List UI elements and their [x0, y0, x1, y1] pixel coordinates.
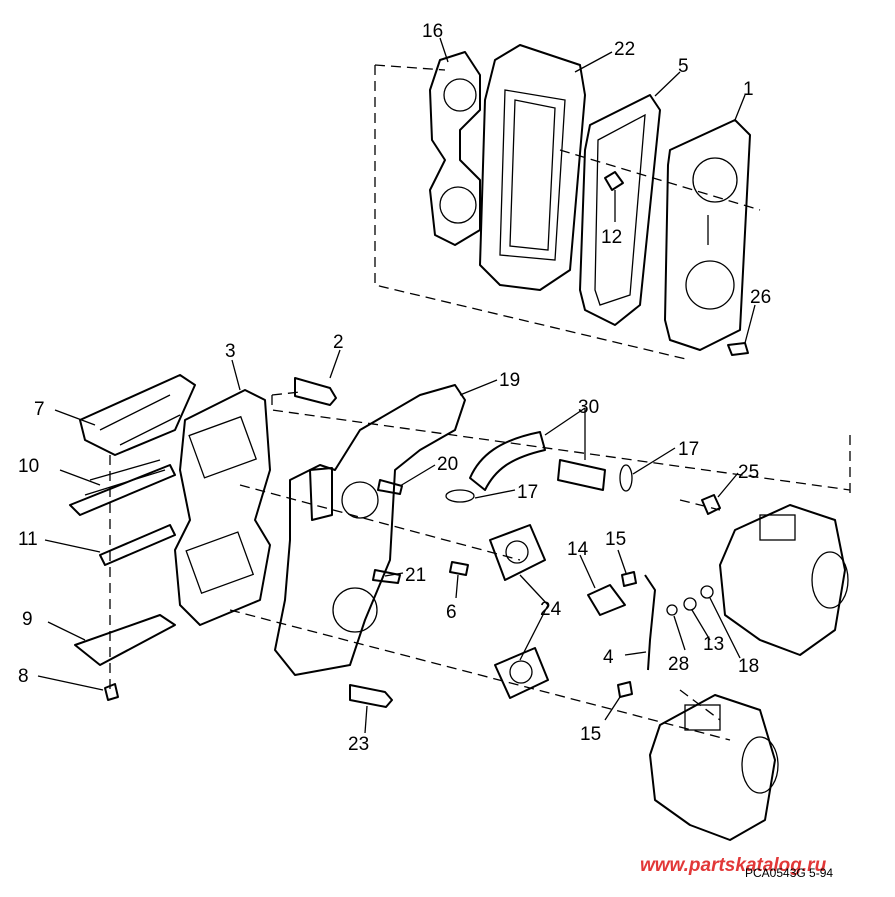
- leader-lines: [37, 37, 756, 734]
- part-21-stud: [372, 569, 401, 584]
- part-10-reeds: [69, 459, 176, 516]
- callout-16: 16: [422, 21, 443, 42]
- part-5-gasket: [579, 94, 661, 326]
- callout-4: 4: [603, 647, 614, 668]
- callout-18: 18: [738, 656, 759, 677]
- callout-3: 3: [225, 341, 236, 362]
- part-17-clamp: [445, 464, 633, 503]
- part-14-bracket: [587, 584, 626, 616]
- callout-17-lower: 17: [517, 482, 538, 503]
- watermark: www.partskatalog.ru: [640, 855, 827, 876]
- callout-10: 10: [18, 456, 39, 477]
- callout-17-upper: 17: [678, 439, 699, 460]
- part-16-gasket: [429, 51, 481, 246]
- callout-1: 1: [743, 79, 754, 100]
- figure-reference: PCA0543G 5-94: [745, 866, 834, 880]
- part-30-hose: [469, 431, 606, 491]
- part-1-cover: [664, 119, 751, 351]
- part-24-gasket: [489, 524, 549, 699]
- callout-9: 9: [22, 609, 33, 630]
- callout-8: 8: [18, 666, 29, 687]
- callout-23: 23: [348, 734, 369, 755]
- callout-2: 2: [333, 332, 344, 353]
- part-4-link-rod: [644, 574, 656, 671]
- callout-21: 21: [405, 565, 426, 586]
- part-3-gasket: [174, 389, 271, 626]
- callout-14: 14: [567, 539, 589, 560]
- part-28-screw: [666, 604, 678, 616]
- part-22-reed-housing: [479, 44, 586, 291]
- part-2-bolt: [294, 377, 337, 406]
- callout-5: 5: [678, 56, 689, 77]
- callout-24: 24: [540, 599, 562, 620]
- part-25-nut: [701, 494, 721, 515]
- carburetor-lower: [649, 694, 779, 841]
- callout-15-lower: 15: [580, 724, 601, 745]
- part-15-plug: [617, 571, 637, 698]
- part-6-screw: [449, 561, 469, 576]
- assembly-lines: [109, 64, 851, 741]
- callout-15-upper: 15: [605, 529, 626, 550]
- callout-7: 7: [34, 399, 45, 420]
- part-18-nut: [700, 585, 714, 599]
- part-8-screw: [104, 683, 119, 701]
- callout-25: 25: [738, 462, 759, 483]
- callout-26: 26: [750, 287, 771, 308]
- part-26-screw: [727, 342, 749, 356]
- callout-11: 11: [18, 529, 38, 550]
- callout-13: 13: [703, 634, 724, 655]
- carburetor-upper: [719, 504, 849, 656]
- callout-20: 20: [437, 454, 458, 475]
- callout-12: 12: [601, 227, 622, 248]
- part-13-washer: [683, 597, 697, 611]
- part-20-stud: [377, 479, 403, 495]
- callout-22: 22: [614, 39, 635, 60]
- callouts: 16 22 5 1 12 26 3 2 19 30 7 17 10 20 17 …: [18, 21, 771, 755]
- part-9-plate: [74, 614, 176, 666]
- callout-28: 28: [668, 654, 689, 675]
- callout-6: 6: [446, 602, 457, 623]
- part-12-screw: [604, 171, 624, 191]
- callout-19: 19: [499, 370, 520, 391]
- callout-30: 30: [578, 397, 599, 418]
- part-11-reed-stop: [99, 524, 176, 566]
- part-23-bolt: [349, 684, 393, 708]
- part-19-manifold: [274, 384, 466, 676]
- part-7-reed-block: [79, 374, 196, 456]
